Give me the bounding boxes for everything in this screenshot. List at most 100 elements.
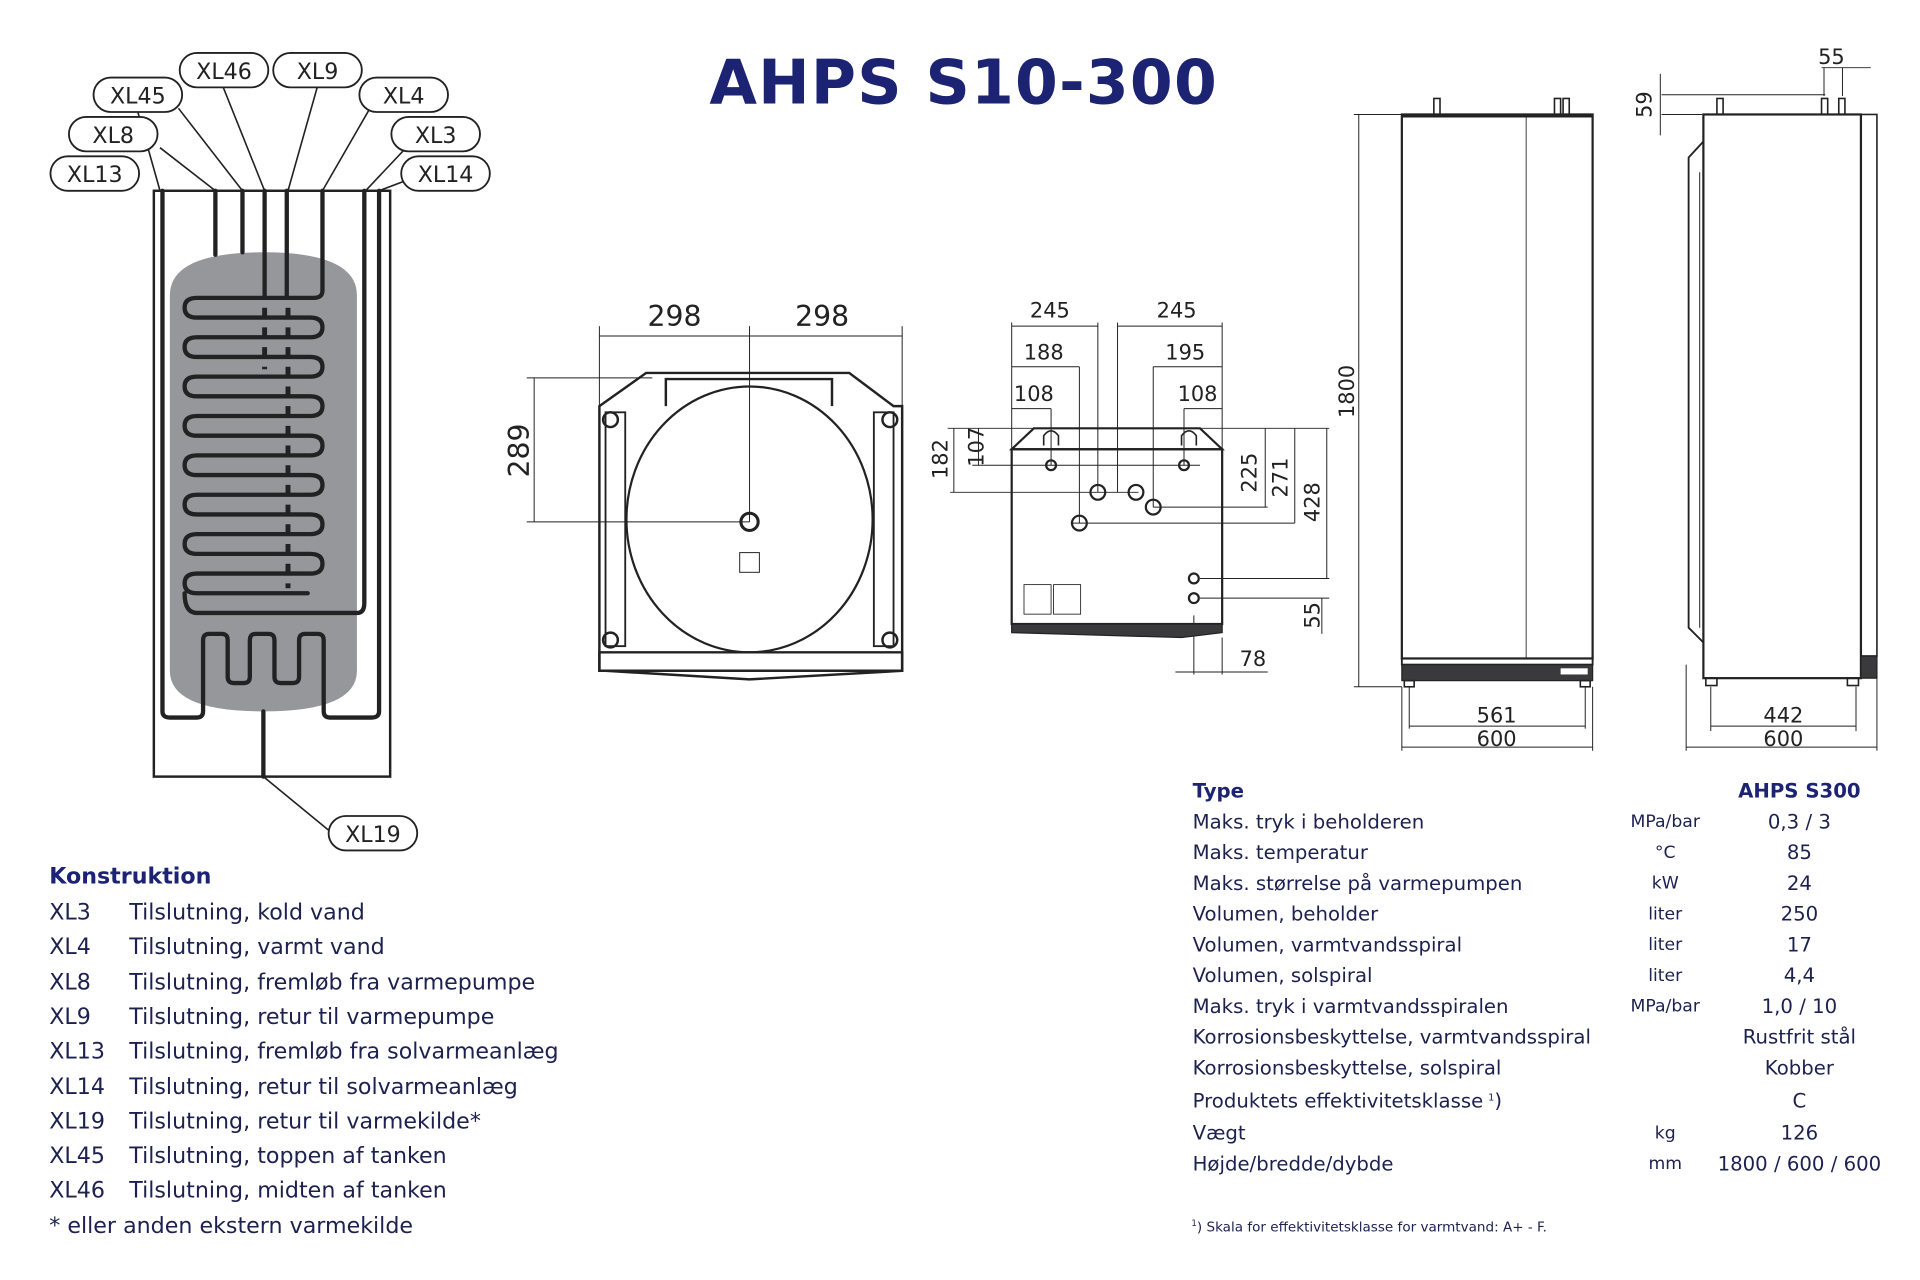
spec-label-text: Volumen, beholder <box>1192 902 1379 926</box>
spec-label: Korrosionsbeskyttelse, solspiral <box>1193 1056 1502 1079</box>
connection-code: XL8 <box>49 969 91 996</box>
dim-label: 1800 <box>1335 365 1359 418</box>
tag-label: XL14 <box>418 162 474 188</box>
tag-xl13 <box>49 155 141 192</box>
spec-label-text: Korrosionsbeskyttelse, varmtvandsspiral <box>1192 1025 1591 1049</box>
spec-unit: liter <box>1648 904 1683 925</box>
front-detail-view <box>947 322 1330 675</box>
dim-label: 245 <box>1030 299 1070 323</box>
dim-label: 289 <box>503 423 536 477</box>
spec-unit: mm <box>1648 1154 1683 1175</box>
spec-label-text: Vægt <box>1192 1121 1246 1145</box>
spec-label: Maks. tryk i varmtvandsspiralen <box>1193 994 1509 1017</box>
connection-description: Tilslutning, retur til varmepumpe <box>129 1004 495 1031</box>
connection-description: Tilslutning, retur til solvarmeanlæg <box>129 1073 518 1100</box>
spec-label-text: Maks. tryk i beholderen <box>1192 809 1425 834</box>
spec-label-text: Maks. tryk i varmtvandsspiralen <box>1192 994 1509 1018</box>
tank-cutaway-diagram: XL45 XL46 XL9 XL4 XL8 XL3 XL13 XL14 XL19 <box>49 52 491 852</box>
spec-label-text: Maks. størrelse på varmepumpen <box>1192 871 1523 895</box>
spec-label-text: Volumen, varmtvandsspiral <box>1192 932 1463 957</box>
page-title: AHPS S10-300 <box>709 46 1219 119</box>
tag-xl9 <box>272 52 363 89</box>
dim-label: 108 <box>1014 382 1054 406</box>
connection-description: Tilslutning, fremløb fra varmepumpe <box>129 969 536 996</box>
dim-label: 600 <box>1477 727 1517 751</box>
dim-label: 561 <box>1477 703 1517 727</box>
spec-unit: MPa/bar <box>1630 996 1700 1017</box>
dim-label: 428 <box>1300 482 1324 522</box>
connection-code: XL45 <box>49 1143 105 1170</box>
spec-label: Maks. tryk i beholderen <box>1193 810 1425 833</box>
dim-label: 298 <box>647 300 701 333</box>
top-view <box>526 326 904 681</box>
tag-label: XL8 <box>92 123 134 149</box>
connection-description: Tilslutning, fremløb fra solvarmeanlæg <box>129 1039 559 1065</box>
dim-label: 59 <box>1633 91 1657 118</box>
connection-description: Tilslutning, midten af tanken <box>129 1178 447 1205</box>
connection-code: XL46 <box>49 1178 105 1205</box>
spec-label: Vægt <box>1193 1121 1246 1144</box>
dim-label: 182 <box>929 439 953 479</box>
tag-xl46 <box>178 52 270 89</box>
footnote-marker: 1 <box>1191 1218 1197 1229</box>
spec-header-value: AHPS S300 <box>1738 779 1861 803</box>
spec-label-text: Korrosionsbeskyttelse, solspiral <box>1192 1056 1502 1080</box>
tag-xl4 <box>358 76 449 113</box>
connection-code: XL19 <box>49 1108 105 1135</box>
spec-label: Volumen, varmtvandsspiral <box>1193 933 1462 956</box>
dim-label: 442 <box>1763 703 1803 727</box>
spec-label-text: Højde/bredde/dybde <box>1192 1152 1394 1176</box>
footnote-text: ) Skala for effektivitetsklasse for varm… <box>1196 1219 1547 1236</box>
spec-unit: kg <box>1654 1123 1676 1144</box>
connection-code: XL13 <box>49 1039 105 1065</box>
footnote-marker: 1 <box>1488 1091 1495 1103</box>
spec-label: Volumen, beholder <box>1193 902 1379 925</box>
spec-label-text: Volumen, solspiral <box>1192 963 1373 988</box>
spec-value: 24 <box>1786 871 1812 895</box>
spec-value: 250 <box>1780 902 1819 926</box>
tag-label: XL19 <box>345 822 401 848</box>
tag-label: XL9 <box>297 59 339 85</box>
dim-label: 107 <box>964 427 988 467</box>
connection-code: XL4 <box>49 934 91 961</box>
dim-label: 55 <box>1818 45 1845 69</box>
spec-value: 1800 / 600 / 600 <box>1717 1152 1882 1176</box>
tag-xl19 <box>327 815 419 852</box>
tag-label: XL46 <box>196 59 252 85</box>
dim-label: 298 <box>795 300 849 333</box>
spec-unit: liter <box>1648 966 1683 986</box>
dim-label: 55 <box>1300 602 1324 629</box>
spec-label: Maks. størrelse på varmepumpen <box>1193 871 1523 894</box>
spec-label-text: Produktets effektivitetsklasse <box>1192 1089 1484 1113</box>
dim-label: 108 <box>1178 382 1218 406</box>
side-elevation-view <box>1659 67 1878 751</box>
spec-value: 17 <box>1786 932 1812 957</box>
front-elevation-view <box>1353 97 1594 751</box>
spec-value: Kobber <box>1764 1056 1834 1080</box>
konstruktion-footnote: * eller anden ekstern varmekilde <box>49 1213 414 1240</box>
spec-unit: kW <box>1651 873 1679 894</box>
spec-value: C <box>1792 1089 1807 1113</box>
dim-label: 600 <box>1763 727 1803 751</box>
connection-description: Tilslutning, varmt vand <box>129 934 385 961</box>
tag-xl45 <box>92 76 184 113</box>
dim-label: 271 <box>1268 458 1292 498</box>
konstruktion-heading: Konstruktion <box>49 864 212 890</box>
spec-value: 126 <box>1780 1121 1819 1145</box>
connection-description: Tilslutning, toppen af tanken <box>129 1143 447 1170</box>
dim-label: 245 <box>1157 299 1197 323</box>
spec-footnote: 1) Skala for effektivitetsklasse for var… <box>1191 1218 1547 1235</box>
dim-label: 225 <box>1238 453 1262 493</box>
connection-code: XL9 <box>49 1004 91 1031</box>
spec-unit: liter <box>1648 935 1683 956</box>
tag-xl8 <box>68 116 159 153</box>
tag-label: XL13 <box>67 162 123 188</box>
connection-description: Tilslutning, kold vand <box>129 899 365 926</box>
tag-label: XL45 <box>110 83 166 109</box>
spec-header-label: Type <box>1192 779 1245 803</box>
connection-description: Tilslutning, retur til varmekilde* <box>129 1108 481 1135</box>
connection-code: XL14 <box>49 1073 105 1100</box>
spec-label: Korrosionsbeskyttelse, varmtvandsspiral <box>1193 1025 1591 1048</box>
spec-unit: MPa/bar <box>1630 812 1700 833</box>
